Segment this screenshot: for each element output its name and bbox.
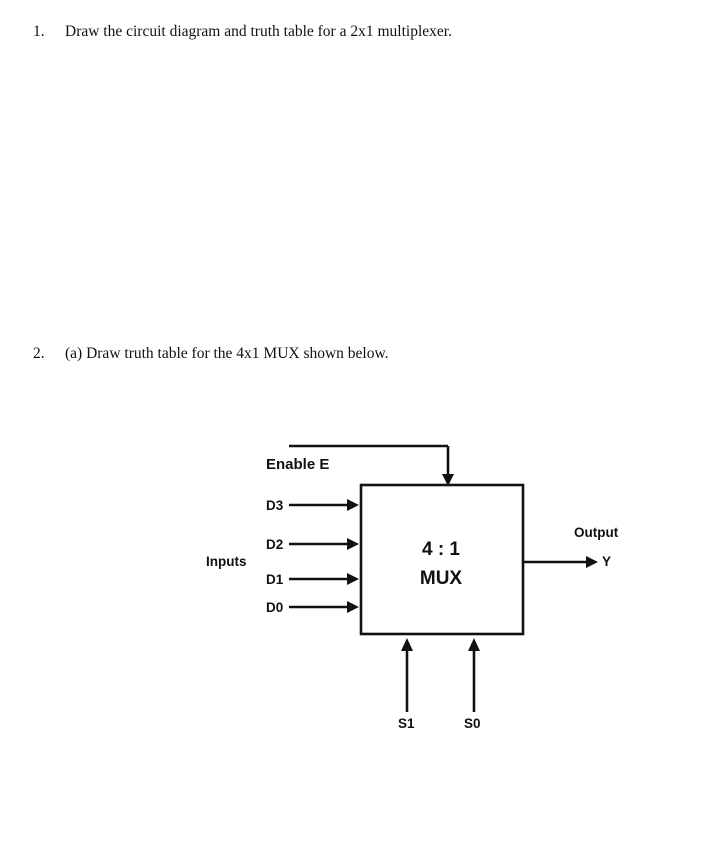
input-label-d1: D1 [266, 572, 284, 587]
output-label: Output [574, 525, 619, 540]
question-1-text: Draw the circuit diagram and truth table… [65, 23, 452, 40]
select-line-s1 [401, 638, 413, 712]
input-arrow-d3-icon [347, 499, 359, 511]
question-1-number: 1. [33, 23, 45, 40]
output-line [523, 556, 598, 568]
mux-name-label: MUX [420, 568, 463, 589]
enable-arrow-icon [442, 474, 454, 486]
select-label-s1: S1 [398, 716, 415, 731]
input-label-d3: D3 [266, 498, 284, 513]
inputs-label: Inputs [206, 554, 247, 569]
question-2-number: 2. [33, 345, 45, 362]
input-arrow-d0-icon [347, 601, 359, 613]
input-arrow-d2-icon [347, 538, 359, 550]
question-2-text: (a) Draw truth table for the 4x1 MUX sho… [65, 345, 389, 362]
mux-ratio-label: 4 : 1 [422, 539, 460, 560]
input-label-d2: D2 [266, 537, 283, 552]
input-line-d0: D0 [266, 600, 359, 615]
select-label-s0: S0 [464, 716, 481, 731]
enable-label: Enable E [266, 456, 329, 473]
question-1: 1. Draw the circuit diagram and truth ta… [33, 23, 452, 41]
mux-block [359, 483, 525, 636]
input-line-d2: D2 [266, 537, 359, 552]
enable-line [289, 444, 454, 486]
output-signal-label: Y [602, 554, 611, 569]
input-line-d3: D3 [266, 498, 359, 513]
input-arrow-d1-icon [347, 573, 359, 585]
select-arrow-s1-icon [401, 638, 413, 651]
output-arrow-icon [586, 556, 598, 568]
input-line-d1: D1 [266, 572, 359, 587]
question-2: 2. (a) Draw truth table for the 4x1 MUX … [33, 345, 389, 363]
input-label-d0: D0 [266, 600, 283, 615]
select-line-s0 [468, 638, 480, 712]
select-arrow-s0-icon [468, 638, 480, 651]
